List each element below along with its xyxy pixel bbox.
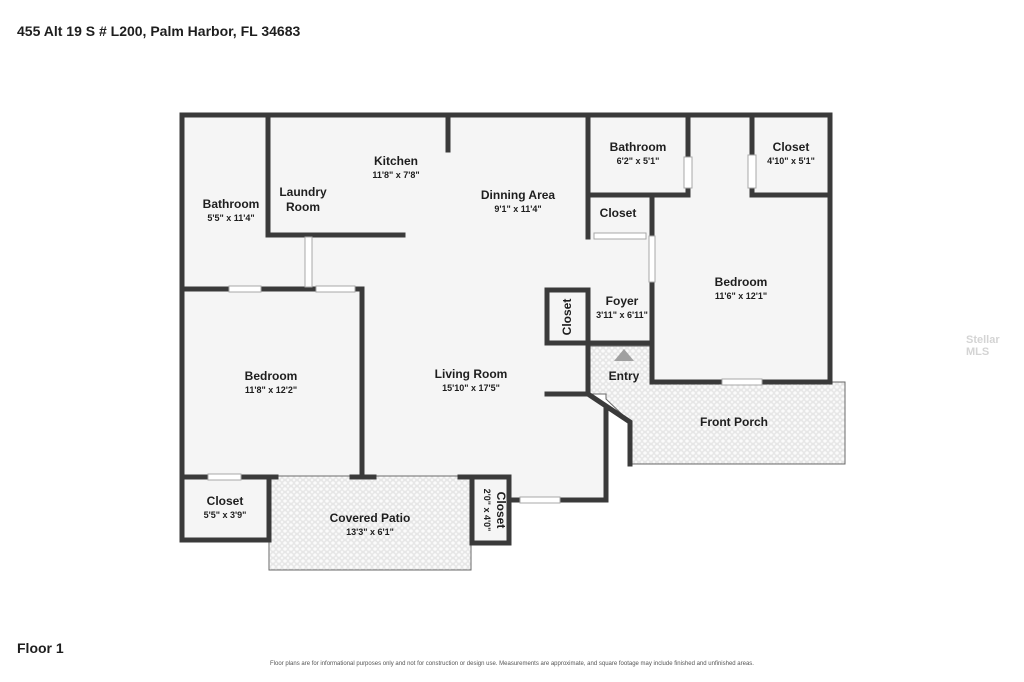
bedroom-left-name: Bedroom bbox=[245, 369, 298, 383]
address-title: 455 Alt 19 S # L200, Palm Harbor, FL 346… bbox=[17, 23, 301, 39]
entry-name: Entry bbox=[609, 369, 640, 383]
closet-mid-name: Closet bbox=[600, 206, 637, 220]
closet-small-name: Closet bbox=[494, 492, 508, 529]
bathroom-left-name: Bathroom bbox=[203, 197, 260, 211]
kitchen-dims: 11'8" x 7'8" bbox=[372, 170, 419, 180]
living-room-dims: 15'10" x 17'5" bbox=[442, 383, 500, 393]
foyer-name: Foyer bbox=[606, 294, 639, 308]
closet-top-right-name: Closet bbox=[773, 140, 810, 154]
bathroom-top-dims: 6'2" x 5'1" bbox=[617, 156, 660, 166]
closet-small-dims: 2'0" x 4'0" bbox=[482, 489, 492, 532]
dinning-dims: 9'1" x 11'4" bbox=[494, 204, 541, 214]
floor-label: Floor 1 bbox=[17, 640, 64, 656]
entry-arrow-icon bbox=[614, 349, 634, 361]
laundry-name-line1: Laundry bbox=[279, 185, 327, 199]
closet-vertical-name: Closet bbox=[560, 299, 574, 336]
dinning-name: Dinning Area bbox=[481, 188, 556, 202]
disclaimer: Floor plans are for informational purpos… bbox=[270, 661, 754, 667]
windows bbox=[207, 154, 763, 504]
closet-top-right-dims: 4'10" x 5'1" bbox=[767, 156, 815, 166]
bedroom-left-dims: 11'8" x 12'2" bbox=[245, 385, 297, 395]
foyer-dims: 3'11" x 6'11" bbox=[596, 310, 648, 320]
closet-small-floor bbox=[472, 477, 509, 543]
closet-bottom-left-dims: 5'5" x 3'9" bbox=[204, 510, 247, 520]
interior-floor bbox=[182, 115, 830, 500]
walls bbox=[179, 112, 833, 546]
bedroom-right-name: Bedroom bbox=[715, 275, 768, 289]
bathroom-top-name: Bathroom bbox=[610, 140, 667, 154]
living-room-name: Living Room bbox=[435, 367, 508, 381]
kitchen-name: Kitchen bbox=[374, 154, 418, 168]
covered-patio-name: Covered Patio bbox=[330, 511, 411, 525]
watermark: Stellar MLS bbox=[966, 334, 1000, 358]
laundry-name-line2: Room bbox=[286, 200, 320, 214]
bathroom-left-dims: 5'5" x 11'4" bbox=[207, 213, 254, 223]
bedroom-right-dims: 11'6" x 12'1" bbox=[715, 291, 767, 301]
closet-bottom-left-floor bbox=[182, 477, 269, 540]
covered-patio-dims: 13'3" x 6'1" bbox=[346, 527, 394, 537]
front-porch-name: Front Porch bbox=[700, 415, 768, 429]
closet-bottom-left-name: Closet bbox=[207, 494, 244, 508]
